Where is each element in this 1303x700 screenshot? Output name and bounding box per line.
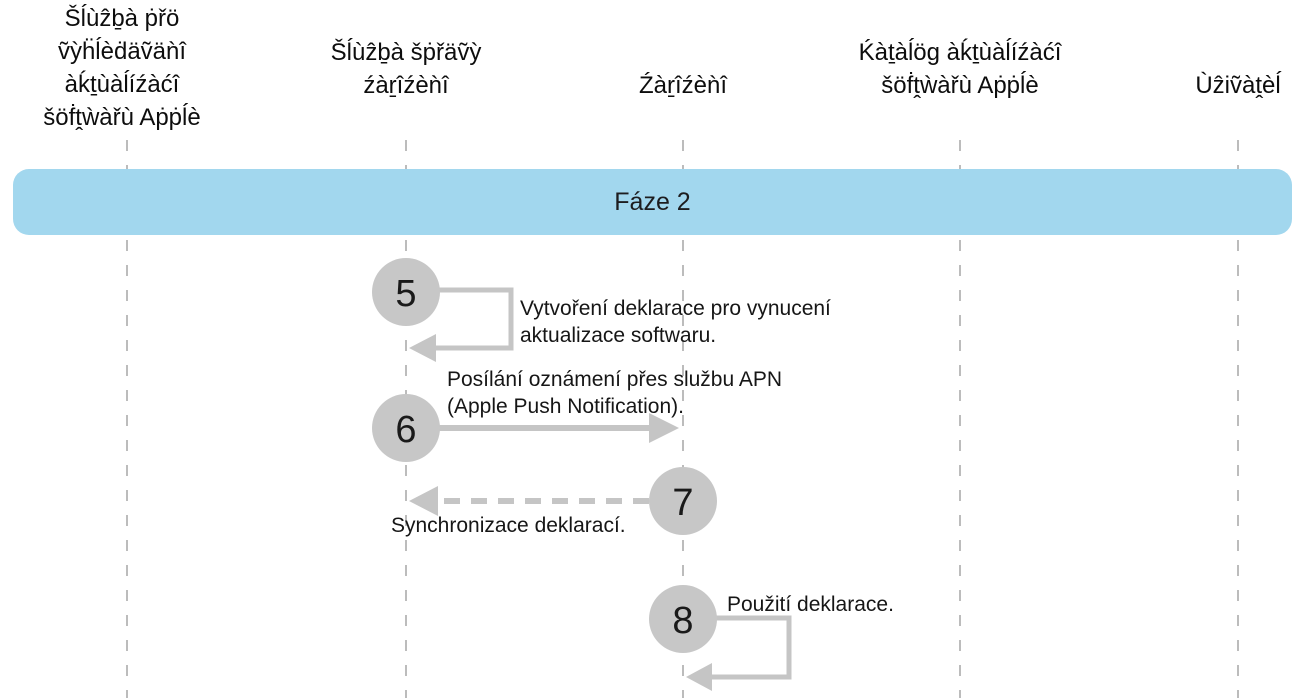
step-8-loop-arrow — [712, 615, 792, 680]
step-6-number: 6 — [395, 409, 416, 451]
step-5-number: 5 — [395, 273, 416, 315]
lane-header-line: àḱṯùàĺíźàćî — [64, 71, 180, 98]
step-8-circle — [649, 585, 717, 653]
step-5-loop-arrow — [436, 287, 514, 351]
caption-line: aktualizace softwaru. — [520, 324, 717, 347]
lane-header-line: šöḟṱẁàřù Aṗṗĺè — [43, 104, 201, 131]
step-5-arrowhead-icon — [409, 334, 436, 362]
lane-header-line: ṽỳḧĺèḋäṽäǹî — [57, 38, 187, 65]
step-5-caption: Vytvoření deklarace pro vynucení aktuali… — [520, 295, 831, 349]
phase-banner-label: Fáze 2 — [614, 187, 691, 216]
step-6-circle — [372, 394, 440, 462]
step-7-caption: Synchronizace deklarací. — [391, 512, 626, 539]
step-7-number: 7 — [672, 482, 693, 524]
caption-line: Použití deklarace. — [727, 593, 894, 616]
lane-header-device-management-service: Šĺùẑḇà šṗřäṽỳ źàṟîźèǹî — [331, 36, 482, 102]
lane-header-line: Źàṟîźèǹî — [638, 72, 728, 99]
phase-banner: Fáze 2 — [13, 169, 1292, 235]
step-5-circle — [372, 258, 440, 326]
step-8-caption: Použití deklarace. — [727, 591, 894, 618]
step-8-arrowhead-icon — [686, 663, 712, 691]
lane-header-line: Ùẑiṽàṱèĺ — [1195, 72, 1281, 99]
lane-header-line: Šĺùẑḇà ṗřö — [64, 5, 180, 32]
step-6-arrowhead-icon — [649, 413, 679, 443]
lane-header-line: šöḟṱẁàřù Aṗṗĺè — [881, 72, 1039, 99]
lane-header-device: Źàṟîźèǹî — [639, 69, 727, 102]
step-7-arrowhead-icon — [409, 486, 438, 516]
lane-header-line: Ḱàṯàĺög àḱṯùàĺíźàćî — [858, 39, 1062, 66]
caption-line: Synchronizace deklarací. — [391, 514, 626, 537]
lane-header-update-discovery-service: Šĺùẑḇà ṗřö ṽỳḧĺèḋäṽäǹî àḱṯùàĺíźàćî šöḟṱẁ… — [43, 2, 200, 134]
caption-line: (Apple Push Notification). — [447, 395, 684, 418]
step-8-number: 8 — [672, 600, 693, 642]
lane-header-line: Šĺùẑḇà šṗřäṽỳ — [330, 39, 482, 66]
lane-header-software-update-catalog: Ḱàṯàĺög àḱṯùàĺíźàćî šöḟṱẁàřù Aṗṗĺè — [859, 36, 1062, 102]
step-7-circle — [649, 467, 717, 535]
lane-header-line: źàṟîźèǹî — [363, 72, 449, 99]
caption-line: Vytvoření deklarace pro vynucení — [520, 297, 831, 320]
step-6-caption: Posílání oznámení přes službu APN (Apple… — [447, 366, 782, 420]
lane-header-user: Ùẑiṽàṱèĺ — [1195, 69, 1280, 102]
caption-line: Posílání oznámení přes službu APN — [447, 368, 783, 391]
